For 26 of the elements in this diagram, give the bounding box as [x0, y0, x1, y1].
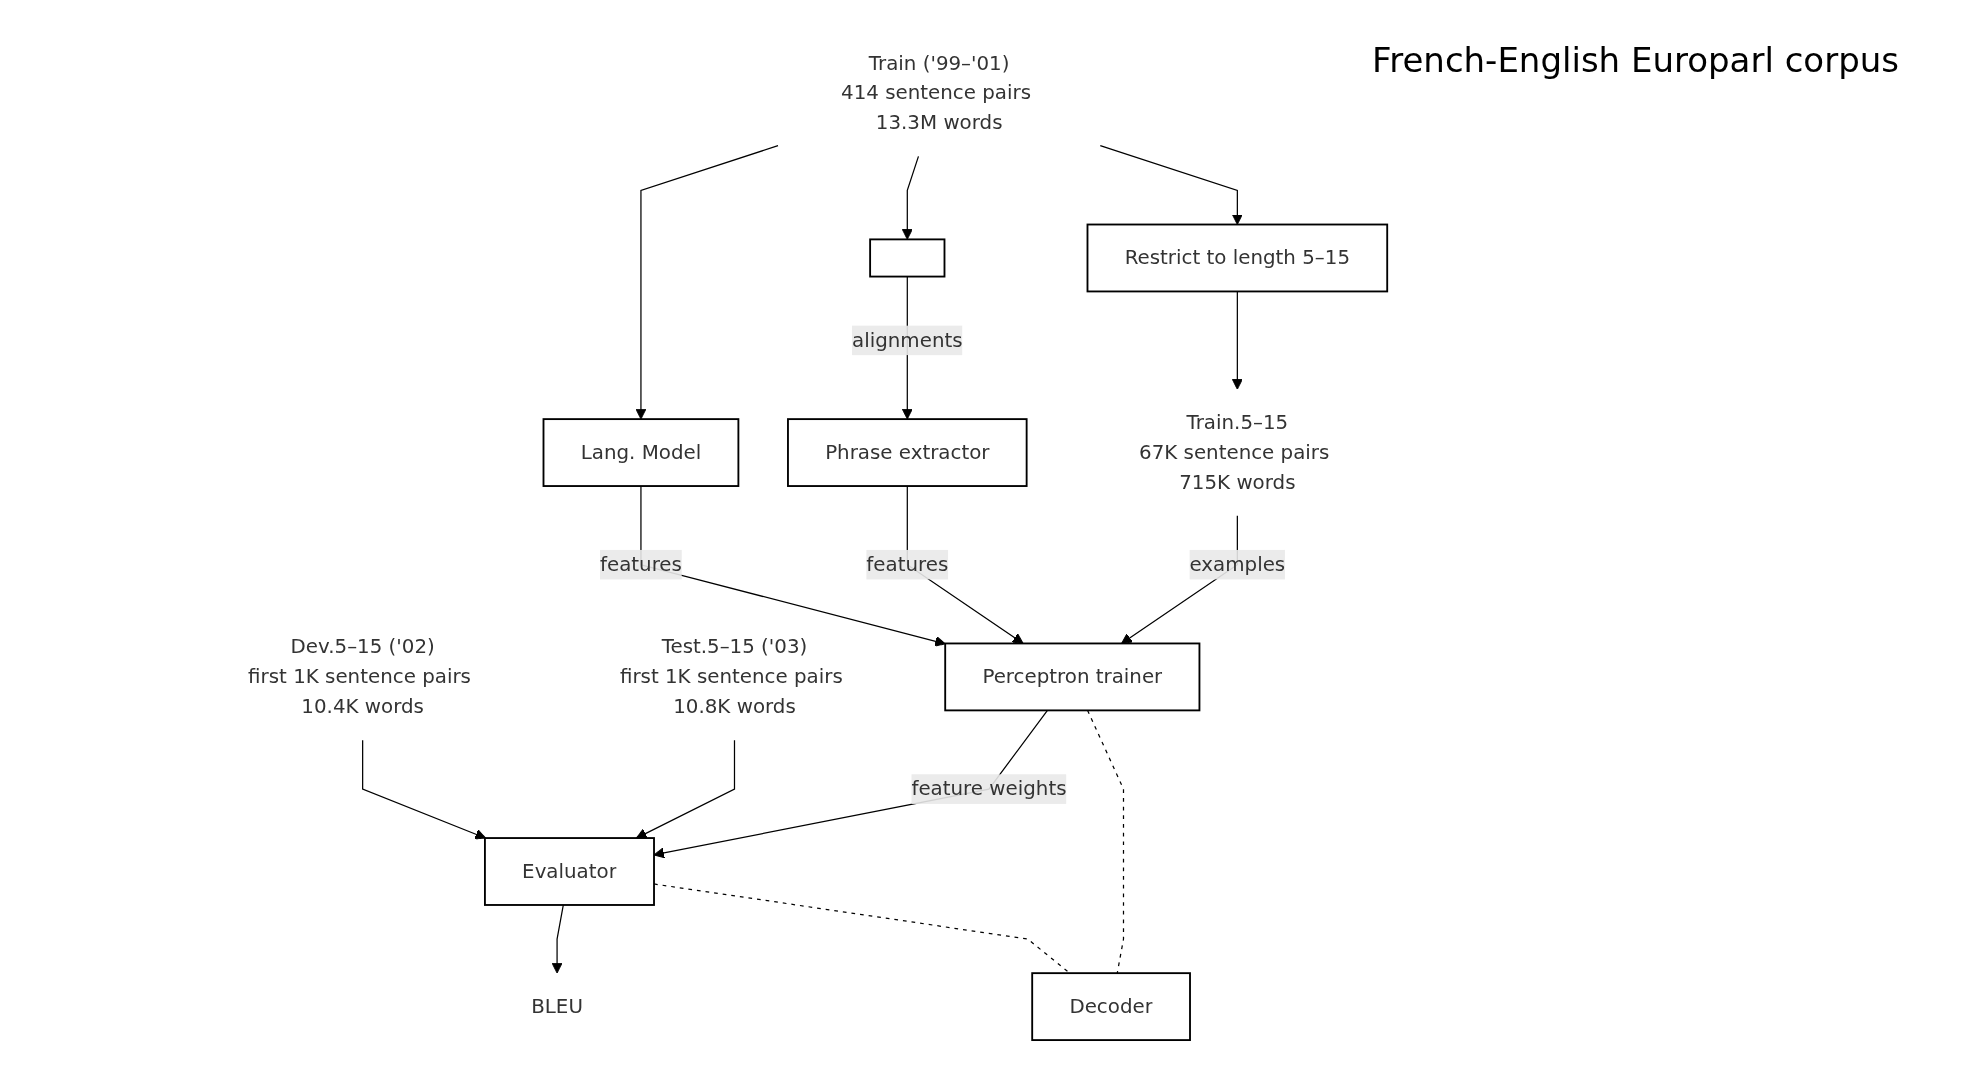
arrow: [1231, 290, 1243, 390]
node-box: Restrict to length 5–15: [1086, 223, 1389, 293]
arrow: [362, 739, 486, 840]
edge-label: features: [866, 552, 949, 576]
arrow: [1099, 145, 1243, 225]
node-box: [869, 238, 946, 278]
node-text: Test.5–15 ('03) first 1K sentence pairs 10.8K words: [619, 634, 843, 718]
node-box: Decoder: [1031, 972, 1191, 1041]
edge-label: features: [599, 552, 682, 576]
node-box: Lang. Model: [542, 418, 740, 487]
connector: [1086, 709, 1125, 974]
diagram-title: French-English Europarl corpus: [1372, 40, 1899, 80]
node-text: BLEU: [531, 994, 583, 1018]
arrow: [551, 904, 564, 974]
edge-label: feature weights: [911, 776, 1067, 801]
node-box: Perceptron trainer: [944, 642, 1201, 712]
arrow: [635, 145, 779, 420]
arrow: [901, 155, 920, 240]
node-text: Dev.5–15 ('02) first 1K sentence pairs 10.4K words: [248, 634, 471, 718]
node-text: Train ('99–'01) 414 sentence pairs 13.3M words: [841, 50, 1031, 135]
edge-label: alignments: [852, 328, 963, 352]
arrow: [635, 739, 736, 839]
node-box: Evaluator: [484, 837, 655, 906]
edge-label: examples: [1189, 552, 1286, 576]
node-text: Train.5–15 67K sentence pairs 715K words: [1139, 410, 1330, 494]
node-box: Phrase extractor: [787, 418, 1028, 487]
